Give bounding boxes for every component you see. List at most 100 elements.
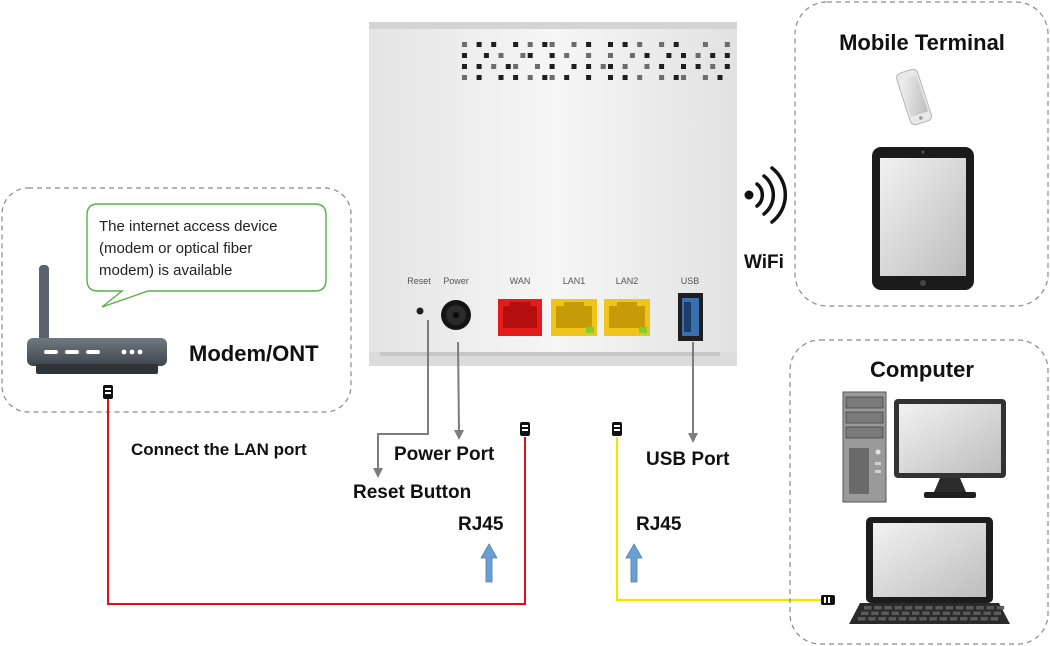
connect-lan-label: Connect the LAN port (131, 440, 307, 459)
rj45-plug-icon (612, 422, 622, 436)
laptop-key (973, 611, 981, 615)
vent-hole (513, 75, 519, 80)
laptop-key (874, 606, 882, 610)
power-leader-line (457, 341, 460, 433)
vent-hole (695, 64, 701, 69)
vent-hole (681, 53, 686, 58)
laptop-key (861, 611, 869, 615)
vent-hole (483, 53, 489, 58)
laptop-key (884, 606, 892, 610)
laptop-key (898, 617, 907, 621)
usb-port (678, 293, 703, 341)
laptop-key (878, 617, 886, 621)
laptop-key (970, 617, 978, 621)
vent-hole (666, 53, 672, 58)
vent-hole (622, 64, 628, 69)
port-label-lan1: LAN1 (563, 276, 586, 286)
computer-group-box (789, 339, 1049, 645)
vent-hole (564, 75, 570, 80)
speech-callout: The internet access device (modem or opt… (86, 203, 327, 308)
laptop-key (871, 611, 879, 615)
red-lan-cable (107, 398, 526, 605)
mobile-group-box (794, 1, 1049, 307)
laptop-key (919, 617, 927, 621)
phone-icon (895, 68, 933, 126)
mobile-terminal-title: Mobile Terminal (839, 30, 1005, 55)
laptop-key (909, 617, 917, 621)
laptop-key (983, 611, 991, 615)
vent-grille (462, 42, 730, 80)
laptop-key (912, 611, 920, 615)
vent-hole (586, 64, 592, 69)
vent-hole (513, 42, 519, 47)
vent-hole (505, 64, 511, 69)
tablet-icon (872, 147, 974, 290)
vent-hole (724, 42, 730, 47)
laptop-key (858, 617, 866, 621)
laptop-keyboard (858, 606, 1005, 621)
laptop-key (960, 617, 968, 621)
vent-hole (527, 42, 533, 47)
laptop-key (945, 606, 954, 610)
vent-hole (462, 42, 467, 47)
vent-hole (498, 75, 504, 80)
vent-hole (549, 53, 555, 58)
vent-hole (673, 75, 679, 80)
laptop-key (952, 611, 961, 615)
computer-title: Computer (870, 357, 974, 382)
vent-hole (462, 75, 467, 80)
laptop-key (901, 611, 910, 615)
vent-hole (681, 64, 686, 69)
reset-button-label: Reset Button (353, 482, 471, 503)
vent-hole (673, 42, 679, 47)
vent-hole (476, 75, 482, 80)
laptop-key (949, 617, 958, 621)
vent-hole (491, 64, 497, 69)
laptop-key (990, 617, 999, 621)
vent-hole (476, 64, 482, 69)
vent-hole (549, 42, 555, 47)
laptop-key (891, 611, 900, 615)
vent-hole (702, 42, 708, 47)
laptop-key (932, 611, 940, 615)
desktop-icon (842, 391, 1006, 503)
vent-hole (644, 64, 650, 69)
vent-hole (527, 53, 533, 58)
vent-hole (637, 75, 643, 80)
vent-hole (608, 75, 613, 80)
laptop-key (929, 617, 937, 621)
vent-hole (659, 64, 665, 69)
laptop-key (980, 617, 988, 621)
lan2-port (604, 299, 650, 336)
laptop-icon (849, 517, 1010, 624)
vent-hole (702, 75, 708, 80)
power-port-label: Power Port (394, 444, 495, 465)
laptop-key (996, 606, 1005, 610)
vent-hole (629, 53, 635, 58)
laptop-key (904, 606, 913, 610)
laptop-key (939, 617, 948, 621)
vent-hole (520, 53, 526, 58)
vent-hole (542, 75, 548, 80)
laptop-key (868, 617, 876, 621)
vent-hole (462, 53, 467, 58)
vent-hole (513, 64, 519, 69)
reset-hole (416, 307, 424, 315)
rj45-label-right: RJ45 (636, 514, 682, 535)
vent-hole (724, 53, 730, 58)
up-arrow-icon (625, 543, 643, 583)
port-label-lan2: LAN2 (616, 276, 639, 286)
vent-hole (462, 64, 467, 69)
laptop-key (925, 606, 933, 610)
laptop-key (894, 606, 903, 610)
vent-hole (608, 53, 613, 58)
vent-hole (549, 75, 555, 80)
laptop-key (881, 611, 889, 615)
vent-hole (659, 75, 665, 80)
vent-hole (549, 64, 555, 69)
vent-hole (498, 53, 504, 58)
vent-hole (608, 42, 613, 47)
vent-hole (710, 64, 716, 69)
vent-hole (564, 53, 570, 58)
